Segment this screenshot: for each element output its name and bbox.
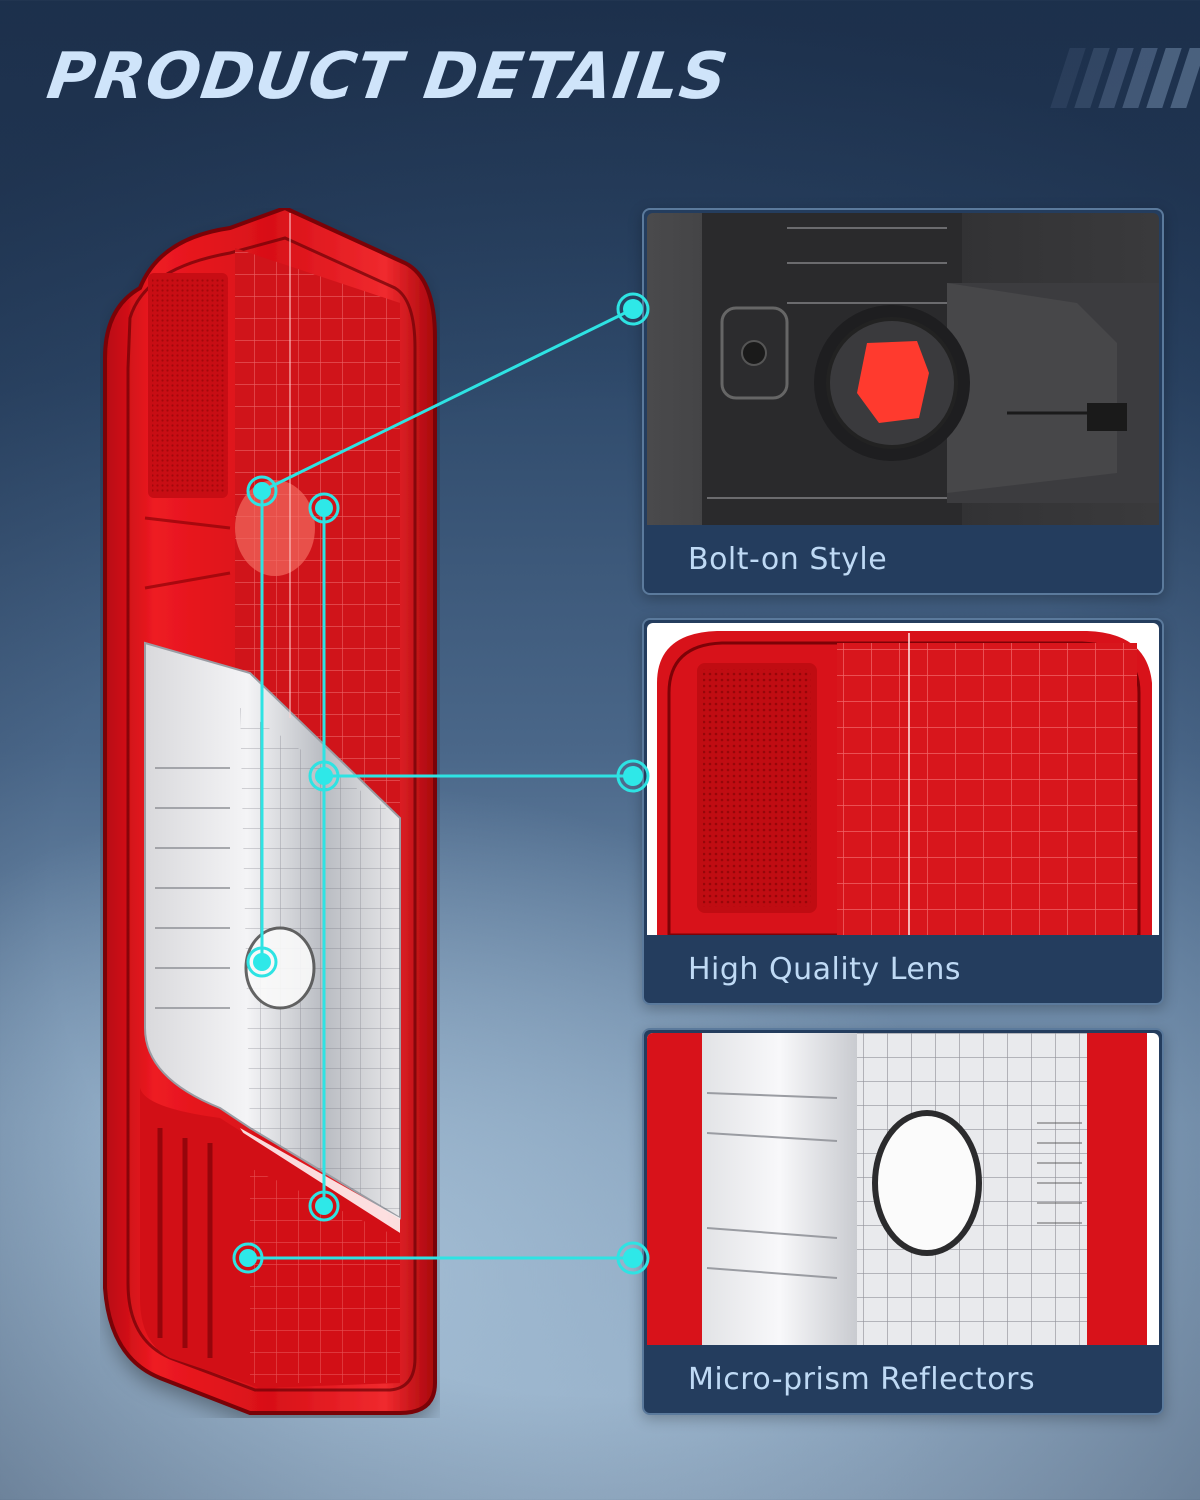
decorative-stripes: [1050, 48, 1200, 108]
feature-label: High Quality Lens: [688, 951, 962, 987]
feature-label: Bolt-on Style: [688, 541, 888, 577]
tail-light-image: [100, 205, 440, 1418]
feature-card-bolt-on: Bolt-on Style: [642, 208, 1164, 595]
bolt-socket-photo: [647, 213, 1159, 525]
feature-card-reflectors: Micro-prism Reflectors: [642, 1028, 1164, 1415]
clear-reflector-photo: [647, 1033, 1159, 1345]
page-title: PRODUCT DETAILS: [42, 40, 733, 114]
feature-card-lens: High Quality Lens: [642, 618, 1164, 1005]
feature-label: Micro-prism Reflectors: [688, 1361, 1036, 1397]
red-lens-photo: [647, 623, 1159, 935]
